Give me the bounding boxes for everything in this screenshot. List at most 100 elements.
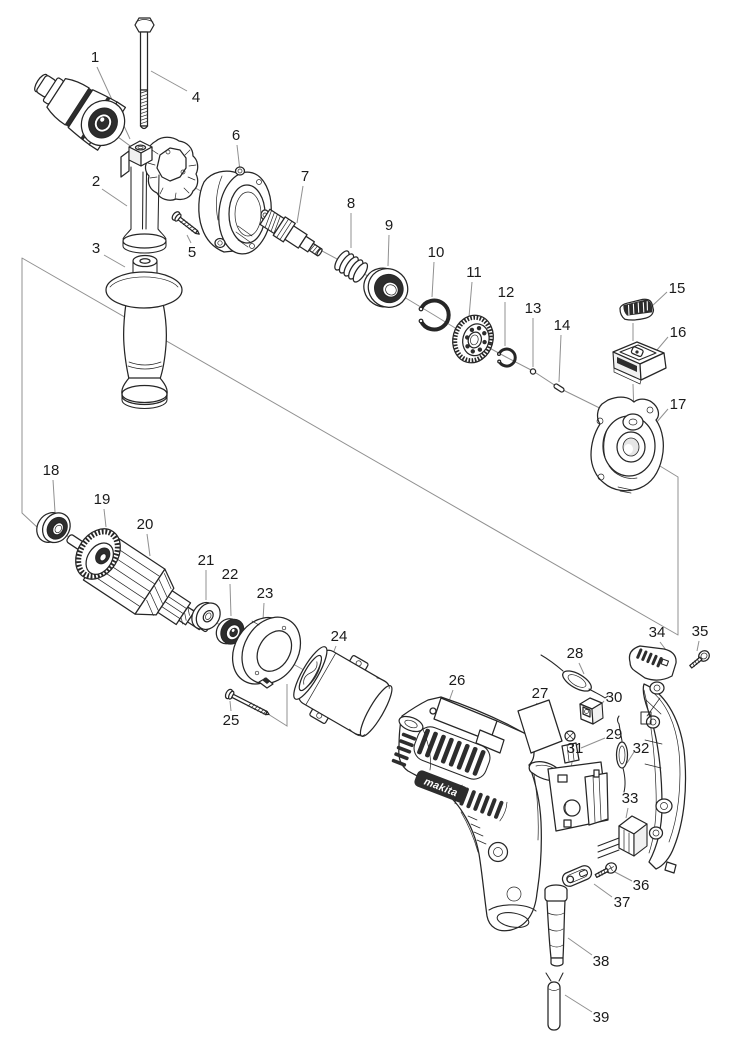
callout-11-gear: 11	[466, 264, 482, 281]
part-bevel-gear	[75, 528, 121, 580]
callout-33-terminal-block: 33	[622, 790, 639, 807]
part-field-stator	[293, 646, 393, 737]
callout-34-handle-cover: 34	[649, 624, 666, 641]
callout-23-insulation-washer: 23	[257, 585, 274, 602]
leader-line-39	[564, 994, 593, 1013]
part-bearing-box	[590, 396, 664, 494]
leader-line-9	[387, 234, 390, 267]
leader-line-20	[146, 533, 151, 557]
leader-line-7	[296, 185, 304, 224]
callout-26-motor-housing: 26	[449, 672, 466, 689]
callout-5-tapping-screw: 5	[188, 244, 196, 261]
part-carbon-brush	[561, 730, 580, 764]
part-terminal-block	[597, 815, 648, 859]
part-spindle	[259, 208, 323, 257]
part-retaining-ring	[418, 298, 451, 332]
part-power-cord	[545, 972, 564, 1031]
leader-line-37	[593, 883, 613, 898]
part-retaining-ring-small	[496, 347, 517, 368]
callout-20-armature: 20	[137, 516, 154, 533]
leader-line-16	[656, 336, 669, 351]
leader-line-10	[431, 261, 435, 298]
callout-24-field-stator: 24	[331, 628, 348, 645]
part-steel-ball	[529, 368, 537, 375]
callout-19-bevel-gear: 19	[94, 491, 111, 508]
part-ball-bearing-rear	[215, 618, 245, 645]
leader-line-11	[468, 281, 473, 318]
part-motor-housing: makita	[391, 696, 542, 932]
part-compression-spring	[334, 250, 369, 283]
leader-line-14	[558, 334, 562, 383]
callout-27-name-plate: 27	[532, 685, 549, 702]
part-tapping-screw	[171, 211, 200, 235]
part-choke-coil	[540, 654, 609, 699]
callout-38-cord-guard: 38	[593, 953, 610, 970]
part-armature	[66, 534, 210, 633]
part-drill-chuck	[34, 73, 127, 151]
callout-35-cover-screw: 35	[692, 623, 709, 640]
part-lock-button	[619, 298, 655, 321]
leader-line-33	[625, 807, 629, 819]
part-handle-cover	[628, 645, 687, 874]
leader-line-36	[612, 870, 633, 882]
part-cord-clip	[561, 865, 593, 887]
callout-25-field-screw: 25	[223, 712, 240, 729]
callout-10-retaining-ring: 10	[428, 244, 445, 261]
callout-21-flat-washer: 21	[198, 552, 215, 569]
part-noise-suppressor	[615, 715, 629, 793]
part-cord-guard	[544, 884, 568, 967]
callout-39-power-cord: 39	[593, 1009, 610, 1026]
callout-29-carbon-brush: 29	[606, 726, 623, 743]
part-gear-housing	[120, 136, 199, 254]
callout-30-brush-holder: 30	[606, 689, 623, 706]
callout-31-trigger-switch: 31	[567, 740, 584, 757]
part-ball-bearing-front	[36, 512, 71, 544]
leader-line-4	[150, 70, 188, 92]
parts-layer: makita	[34, 17, 710, 1031]
callout-18-ball-bearing-front: 18	[43, 462, 60, 479]
callout-32-noise-suppressor: 32	[633, 740, 650, 757]
part-trigger-switch	[528, 761, 609, 832]
leader-line-2	[101, 188, 128, 207]
callout-6-gear-housing-cover: 6	[232, 127, 240, 144]
leader-line-5	[186, 234, 192, 244]
leader-line-23	[262, 602, 265, 621]
part-insulation-washer	[231, 616, 302, 689]
part-ball-bearing	[363, 267, 409, 308]
leader-line-38	[567, 937, 593, 956]
part-handle-bolt	[134, 17, 155, 130]
callout-7-spindle: 7	[301, 168, 309, 185]
callout-28-choke-coil: 28	[567, 645, 584, 662]
leader-line-15	[650, 291, 668, 308]
part-clip-screw	[594, 862, 618, 879]
part-field-screw	[224, 684, 288, 727]
part-slide-switch	[612, 341, 667, 385]
leader-line-35	[696, 640, 700, 652]
callout-22-ball-bearing-rear: 22	[222, 566, 239, 583]
leader-line-17	[655, 408, 669, 424]
callout-2-gear-housing: 2	[92, 173, 100, 190]
part-cover-screw	[689, 650, 710, 669]
leader-line-28	[578, 662, 585, 675]
part-name-plate	[517, 699, 563, 754]
callout-17-bearing-box: 17	[670, 396, 687, 413]
callout-15-lock-button: 15	[669, 280, 686, 297]
callout-8-compression-spring: 8	[347, 195, 355, 212]
part-flat-washer	[191, 601, 221, 631]
part-gear-housing-cover	[198, 166, 272, 255]
callout-36-clip-screw: 36	[633, 877, 650, 894]
callout-37-cord-clip: 37	[614, 894, 631, 911]
leader-line-29	[580, 737, 606, 749]
part-side-handle-grip	[105, 254, 183, 410]
leader-line-18	[52, 479, 56, 513]
callout-9-ball-bearing: 9	[385, 217, 393, 234]
part-pin	[553, 383, 565, 393]
callout-12-retaining-ring-small: 12	[498, 284, 515, 301]
callout-1-drill-chuck: 1	[91, 49, 99, 66]
callout-13-steel-ball: 13	[525, 300, 542, 317]
leader-line-25	[229, 700, 232, 712]
leader-line-3	[103, 254, 126, 268]
part-brush-holder	[579, 697, 604, 725]
